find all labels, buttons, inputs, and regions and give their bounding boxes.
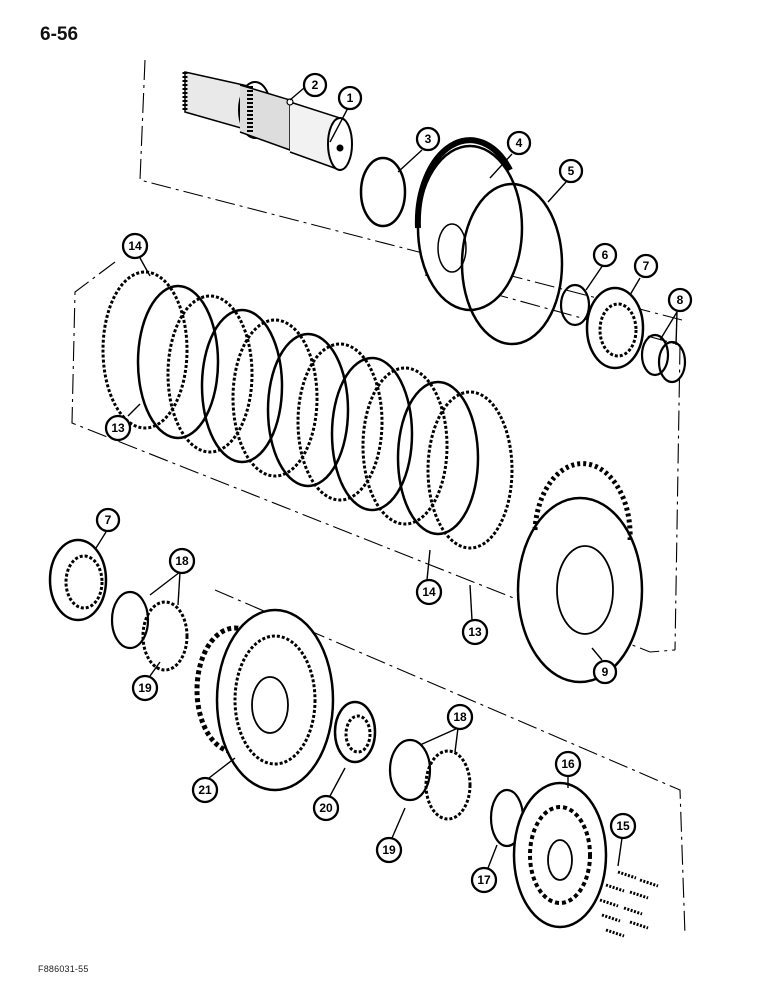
callout-19-lower-label: 19 [382,843,396,857]
callout-14-lower: 14 [415,578,443,606]
callout-17: 17 [470,866,498,894]
callout-7-lower-label: 7 [105,513,112,527]
callout-2-label: 2 [312,78,319,92]
callout-1-label: 1 [347,91,354,105]
callout-9: 9 [592,659,618,685]
callout-4-label: 4 [516,136,523,150]
middle-alignment-frame-left [71,261,676,653]
ring-gear-21 [194,608,335,792]
callout-8: 8 [667,287,693,313]
needle-bearing-20 [333,700,377,764]
callout-6-label: 6 [602,248,609,262]
callout-7-upper-label: 7 [643,259,650,273]
callout-13-lower-label: 13 [468,625,482,639]
shaft-part [182,71,353,172]
callout-19-upper-label: 19 [138,681,152,695]
lower-alignment-frame [214,589,686,936]
callout-14-lower-label: 14 [422,585,436,599]
callout-16-label: 16 [561,757,575,771]
page-number: 6-56 [40,24,79,45]
clutch-piston-9 [516,461,644,684]
callout-7-upper: 7 [633,253,659,279]
callout-18-lower: 18 [446,703,474,731]
callout-14-upper-label: 14 [128,239,142,253]
callout-2: 2 [302,72,328,98]
callout-16: 16 [554,750,582,778]
bearing-7-upper [585,286,645,370]
callout-15-label: 15 [616,819,630,833]
callout-7-lower: 7 [95,507,121,533]
seal-ring-5 [460,182,564,346]
callout-13-upper-label: 13 [111,421,125,435]
callout-1: 1 [337,85,363,111]
callout-20-label: 20 [319,801,333,815]
snap-ring-6 [559,283,591,327]
callout-19-lower: 19 [375,836,403,864]
clutch-hub-16 [512,781,608,929]
callout-13-upper: 13 [104,414,132,442]
callout-3: 3 [415,126,441,152]
callout-20: 20 [312,794,340,822]
callout-18-upper-label: 18 [175,554,189,568]
callout-21-label: 21 [198,783,212,797]
callout-15: 15 [609,812,637,840]
callout-4: 4 [506,130,532,156]
callout-3-label: 3 [425,132,432,146]
snap-ring-3 [359,156,407,228]
callout-17-label: 17 [477,873,491,887]
callout-5: 5 [558,158,584,184]
seal-rings-8 [640,333,687,384]
callout-21: 21 [191,776,219,804]
figure-code: F886031-55 [38,964,89,974]
callout-19-upper: 19 [131,674,159,702]
bearing-7-lower [48,538,108,622]
leader-lines [95,87,678,869]
callout-14-upper: 14 [121,232,149,260]
clutch-disc-pack [101,270,514,550]
callout-6: 6 [592,242,618,268]
upper-alignment-frame [139,59,683,321]
piston-housing-4 [414,137,524,312]
callout-9-label: 9 [602,665,609,679]
springs-15 [599,870,659,938]
callout-8-label: 8 [677,293,684,307]
callout-13-lower: 13 [461,618,489,646]
callout-5-label: 5 [568,164,575,178]
thrust-washers-18-upper [110,590,189,672]
callout-18-upper: 18 [168,547,196,575]
thrust-washers-18-lower [388,738,472,821]
callout-18-lower-label: 18 [453,710,467,724]
